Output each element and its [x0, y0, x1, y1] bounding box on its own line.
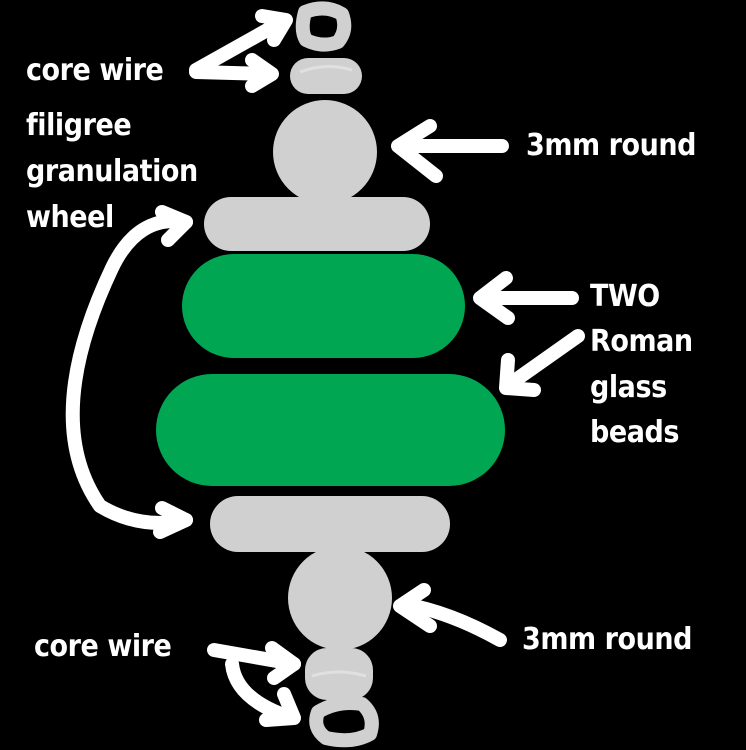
label-two: TWO [590, 279, 660, 314]
label-round-bottom: 3mm round [522, 622, 693, 657]
label-core-wire-top: core wire [26, 53, 164, 88]
label-beads: beads [590, 415, 680, 450]
arrow-filigree-wheels [65, 205, 193, 539]
label-glass: glass [590, 370, 667, 405]
label-core-wire-bottom: core wire [34, 629, 172, 664]
bottom-wire-wraps [305, 648, 373, 700]
top-wire-loop [295, 1, 352, 52]
bottom-wire-loop [309, 696, 379, 748]
arrow-round-top [391, 119, 509, 183]
top-filigree-wheel [204, 197, 430, 251]
label-granulation: granulation [26, 154, 198, 189]
arrow-core-wire-bottom [207, 641, 301, 727]
label-roman: Roman [590, 324, 693, 359]
label-round-top: 3mm round [526, 128, 697, 163]
arrow-glass-beads [473, 271, 585, 397]
glass-bead-lower [156, 374, 505, 486]
bottom-filigree-wheel [210, 496, 450, 552]
top-round-bead [273, 100, 377, 204]
label-filigree: filigree [26, 108, 132, 143]
arrow-core-wire-top [189, 9, 293, 93]
glass-bead-upper [182, 254, 465, 358]
label-wheel: wheel [26, 200, 114, 235]
top-wire-wraps [290, 58, 362, 94]
arrow-round-bottom [393, 583, 507, 647]
bottom-round-bead [288, 546, 392, 650]
